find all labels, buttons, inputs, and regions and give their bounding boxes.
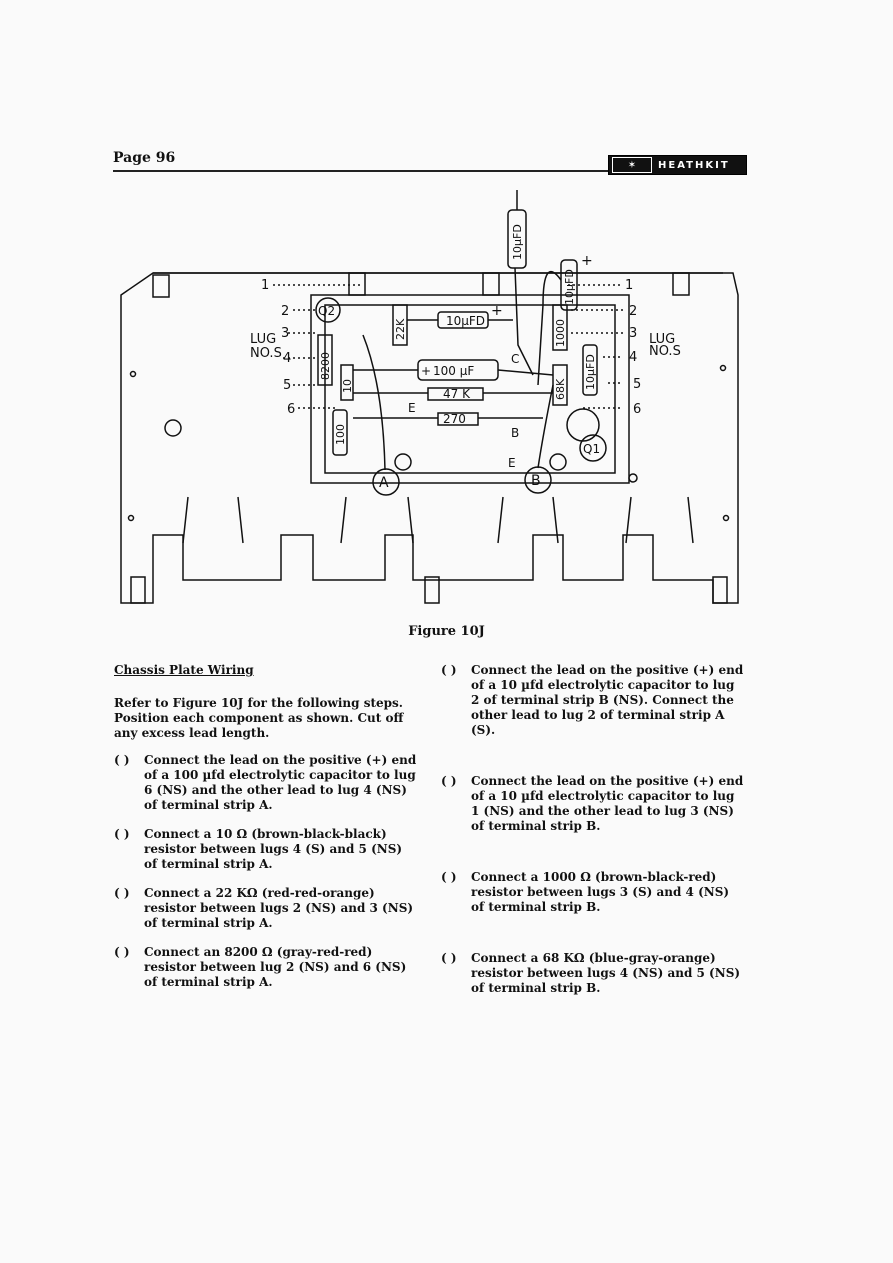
- page-number: Page 96: [113, 150, 176, 166]
- right-column: ( ) Connect the lead on the positive (+)…: [441, 663, 746, 996]
- step-item: ( ) Connect a 10 Ω (brown-black-black) r…: [114, 827, 419, 872]
- lug-nos-left-line2: NO.S: [250, 346, 282, 361]
- step-checkbox[interactable]: ( ): [114, 753, 130, 767]
- cap-10ufd-top-label: 10µFD: [511, 224, 524, 260]
- page-header: Page 96: [113, 148, 745, 172]
- transistor-q2: [315, 297, 341, 323]
- transistor-q1: [579, 434, 607, 462]
- lug-6-right: 6: [633, 402, 641, 417]
- res-68k-label: 68K: [554, 378, 567, 400]
- lug-3-right: 3: [629, 326, 637, 341]
- step-checkbox[interactable]: ( ): [441, 663, 457, 677]
- step-item: ( ) Connect the lead on the positive (+)…: [441, 663, 746, 738]
- lug-1-left: 1: [261, 278, 269, 293]
- cap-10ufd-right-label: 10µFD: [563, 269, 576, 305]
- heathkit-logo: ✶ HEATHKIT: [608, 155, 747, 175]
- terminal-e-right-label: E: [508, 456, 516, 470]
- res-270-label: 270: [443, 412, 466, 426]
- step-item: ( ) Connect a 22 KΩ (red-red-orange) res…: [114, 886, 419, 931]
- step-checkbox[interactable]: ( ): [441, 774, 457, 788]
- step-text: Connect the lead on the positive (+) end…: [471, 663, 744, 737]
- terminal-b-label: B: [511, 426, 519, 440]
- lug-6-left: 6: [287, 402, 295, 417]
- step-item: ( ) Connect the lead on the positive (+)…: [441, 774, 746, 834]
- step-item: ( ) Connect a 68 KΩ (blue-gray-orange) r…: [441, 951, 746, 996]
- step-item: ( ) Connect a 1000 Ω (brown-black-red) r…: [441, 870, 746, 915]
- q2-label: Q2: [318, 304, 335, 318]
- logo-emblem-icon: ✶: [612, 157, 652, 173]
- terminal-strip-a: [372, 468, 400, 496]
- res-1000-label: 1000: [554, 319, 567, 347]
- res-22k-label: 22K: [394, 318, 407, 340]
- step-checkbox[interactable]: ( ): [114, 886, 130, 900]
- lug-3-left: 3: [281, 326, 289, 341]
- figure-caption: Figure 10J: [408, 624, 485, 639]
- cap-upper-plus: +: [491, 303, 503, 319]
- intro-paragraph: Refer to Figure 10J for the following st…: [114, 696, 404, 740]
- cap-100uf-plus: +: [421, 364, 431, 378]
- lug-nos-right-line1: LUG: [649, 332, 675, 347]
- step-text: Connect a 22 KΩ (red-red-orange) resisto…: [144, 886, 414, 930]
- step-text: Connect a 68 KΩ (blue-gray-orange) resis…: [471, 951, 741, 995]
- step-text: Connect the lead on the positive (+) end…: [471, 774, 744, 833]
- chassis-wiring-figure: 1 2 3 4 5 6 LUG NO.S 1 2 3 4 5 6 LUG NO.…: [120, 190, 739, 604]
- terminal-e-left-label: E: [408, 401, 416, 415]
- res-10-label: 10: [341, 379, 354, 393]
- chassis-outline: [120, 272, 739, 604]
- strip-b-label: B: [531, 473, 541, 489]
- lug-2-right: 2: [629, 304, 637, 319]
- res-47k-label: 47 K: [443, 387, 471, 401]
- lug-4-right: 4: [629, 350, 637, 365]
- lug-nos-left-line1: LUG: [250, 332, 276, 347]
- res-8200-label: 8200: [319, 352, 332, 380]
- q1-label: Q1: [583, 442, 600, 456]
- lug-1-right: 1: [625, 278, 633, 293]
- step-checkbox[interactable]: ( ): [114, 827, 130, 841]
- step-text: Connect the lead on the positive (+) end…: [144, 753, 417, 812]
- cap-10ufd-upper-label: 10µFD: [446, 314, 485, 328]
- lug-5-right: 5: [633, 377, 641, 392]
- circuit-board: [310, 294, 630, 484]
- lug-2-left: 2: [281, 304, 289, 319]
- cap-10ufd-vertical-label: 10µFD: [584, 354, 597, 390]
- step-checkbox[interactable]: ( ): [441, 870, 457, 884]
- step-text: Connect an 8200 Ω (gray-red-red) resisto…: [144, 945, 407, 989]
- cap-100uf-label: 100 µF: [433, 364, 474, 378]
- brand-name: HEATHKIT: [658, 159, 730, 171]
- lug-nos-right-line2: NO.S: [649, 344, 681, 359]
- strip-a-label: A: [379, 475, 389, 491]
- cap-top-plus: +: [581, 253, 593, 269]
- step-item: ( ) Connect the lead on the positive (+)…: [114, 753, 419, 813]
- left-column: Chassis Plate Wiring Refer to Figure 10J…: [114, 663, 419, 990]
- step-item: ( ) Connect an 8200 Ω (gray-red-red) res…: [114, 945, 419, 990]
- section-heading: Chassis Plate Wiring: [114, 663, 254, 677]
- step-checkbox[interactable]: ( ): [441, 951, 457, 965]
- step-text: Connect a 1000 Ω (brown-black-red) resis…: [471, 870, 730, 914]
- cap-100-left-label: 100: [334, 424, 347, 445]
- step-checkbox[interactable]: ( ): [114, 945, 130, 959]
- header-rule: [113, 170, 745, 172]
- lug-4-left: 4: [283, 351, 291, 366]
- lug-5-left: 5: [283, 378, 291, 393]
- step-text: Connect a 10 Ω (brown-black-black) resis…: [144, 827, 403, 871]
- terminal-c-label: C: [511, 352, 519, 366]
